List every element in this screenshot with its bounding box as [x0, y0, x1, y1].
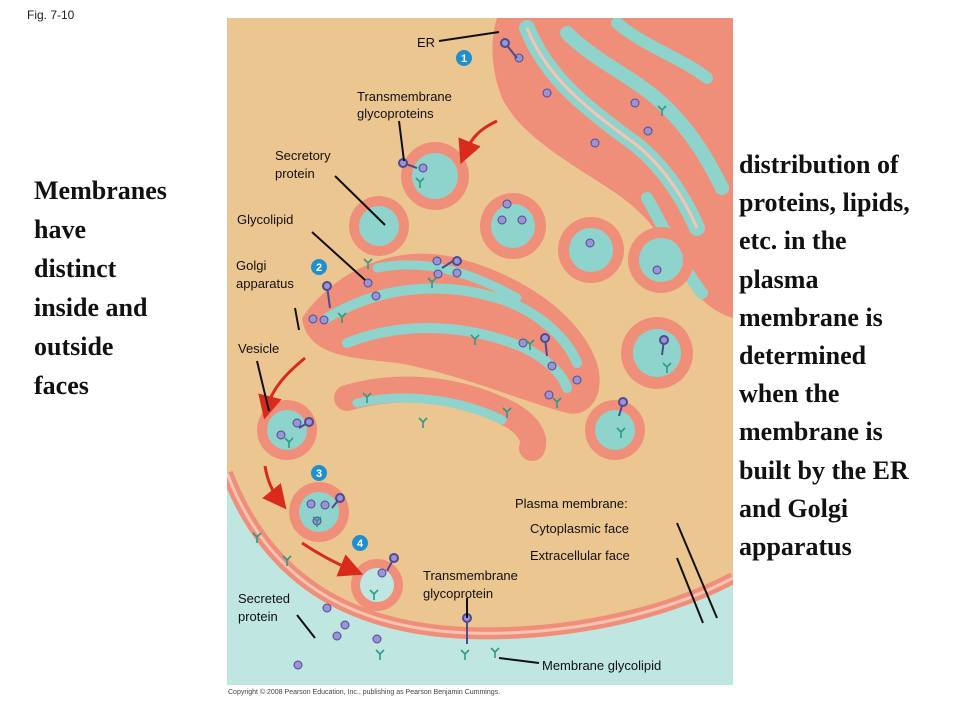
label-golgi-apparatus-2: apparatus — [236, 276, 294, 291]
exocytosis-vesicle — [351, 559, 403, 611]
label-transmembrane-glycoprotein-2: glycoprotein — [423, 586, 493, 601]
figure-label: Fig. 7-10 — [27, 8, 74, 22]
label-secretory-protein-2: protein — [275, 166, 315, 181]
right-caption: distribution of proteins, lipids, etc. i… — [739, 146, 910, 566]
label-transmembrane-glycoproteins-1: Transmembrane — [357, 89, 452, 104]
label-glycolipid: Glycolipid — [237, 212, 293, 227]
label-transmembrane-glycoproteins-2: glycoproteins — [357, 106, 434, 121]
copyright-notice: Copyright © 2008 Pearson Education, Inc.… — [228, 689, 500, 696]
svg-text:1: 1 — [461, 53, 467, 65]
label-secreted-protein-1: Secreted — [238, 591, 290, 606]
label-er: ER — [417, 35, 435, 50]
step-badge-4: 4 — [352, 535, 368, 551]
left-caption: Membranes have distinct inside and outsi… — [34, 171, 167, 405]
step-badge-1: 1 — [456, 50, 472, 66]
label-transmembrane-glycoprotein-1: Transmembrane — [423, 568, 518, 583]
label-golgi-apparatus-1: Golgi — [236, 258, 266, 273]
label-vesicle: Vesicle — [238, 341, 279, 356]
svg-text:3: 3 — [316, 468, 322, 480]
label-cytoplasmic-face: Cytoplasmic face — [530, 521, 629, 536]
label-plasma-membrane: Plasma membrane: — [515, 496, 628, 511]
label-secretory-protein-1: Secretory — [275, 148, 331, 163]
svg-text:4: 4 — [357, 538, 364, 550]
step-badge-3: 3 — [311, 465, 327, 481]
label-membrane-glycolipid: Membrane glycolipid — [542, 658, 661, 673]
label-extracellular-face: Extracellular face — [530, 548, 630, 563]
label-secreted-protein-2: protein — [238, 609, 278, 624]
membrane-diagram: 1 2 3 4 ER Transmembrane glycoproteins S… — [227, 18, 733, 685]
svg-text:2: 2 — [316, 262, 322, 274]
step-badge-2: 2 — [311, 259, 327, 275]
